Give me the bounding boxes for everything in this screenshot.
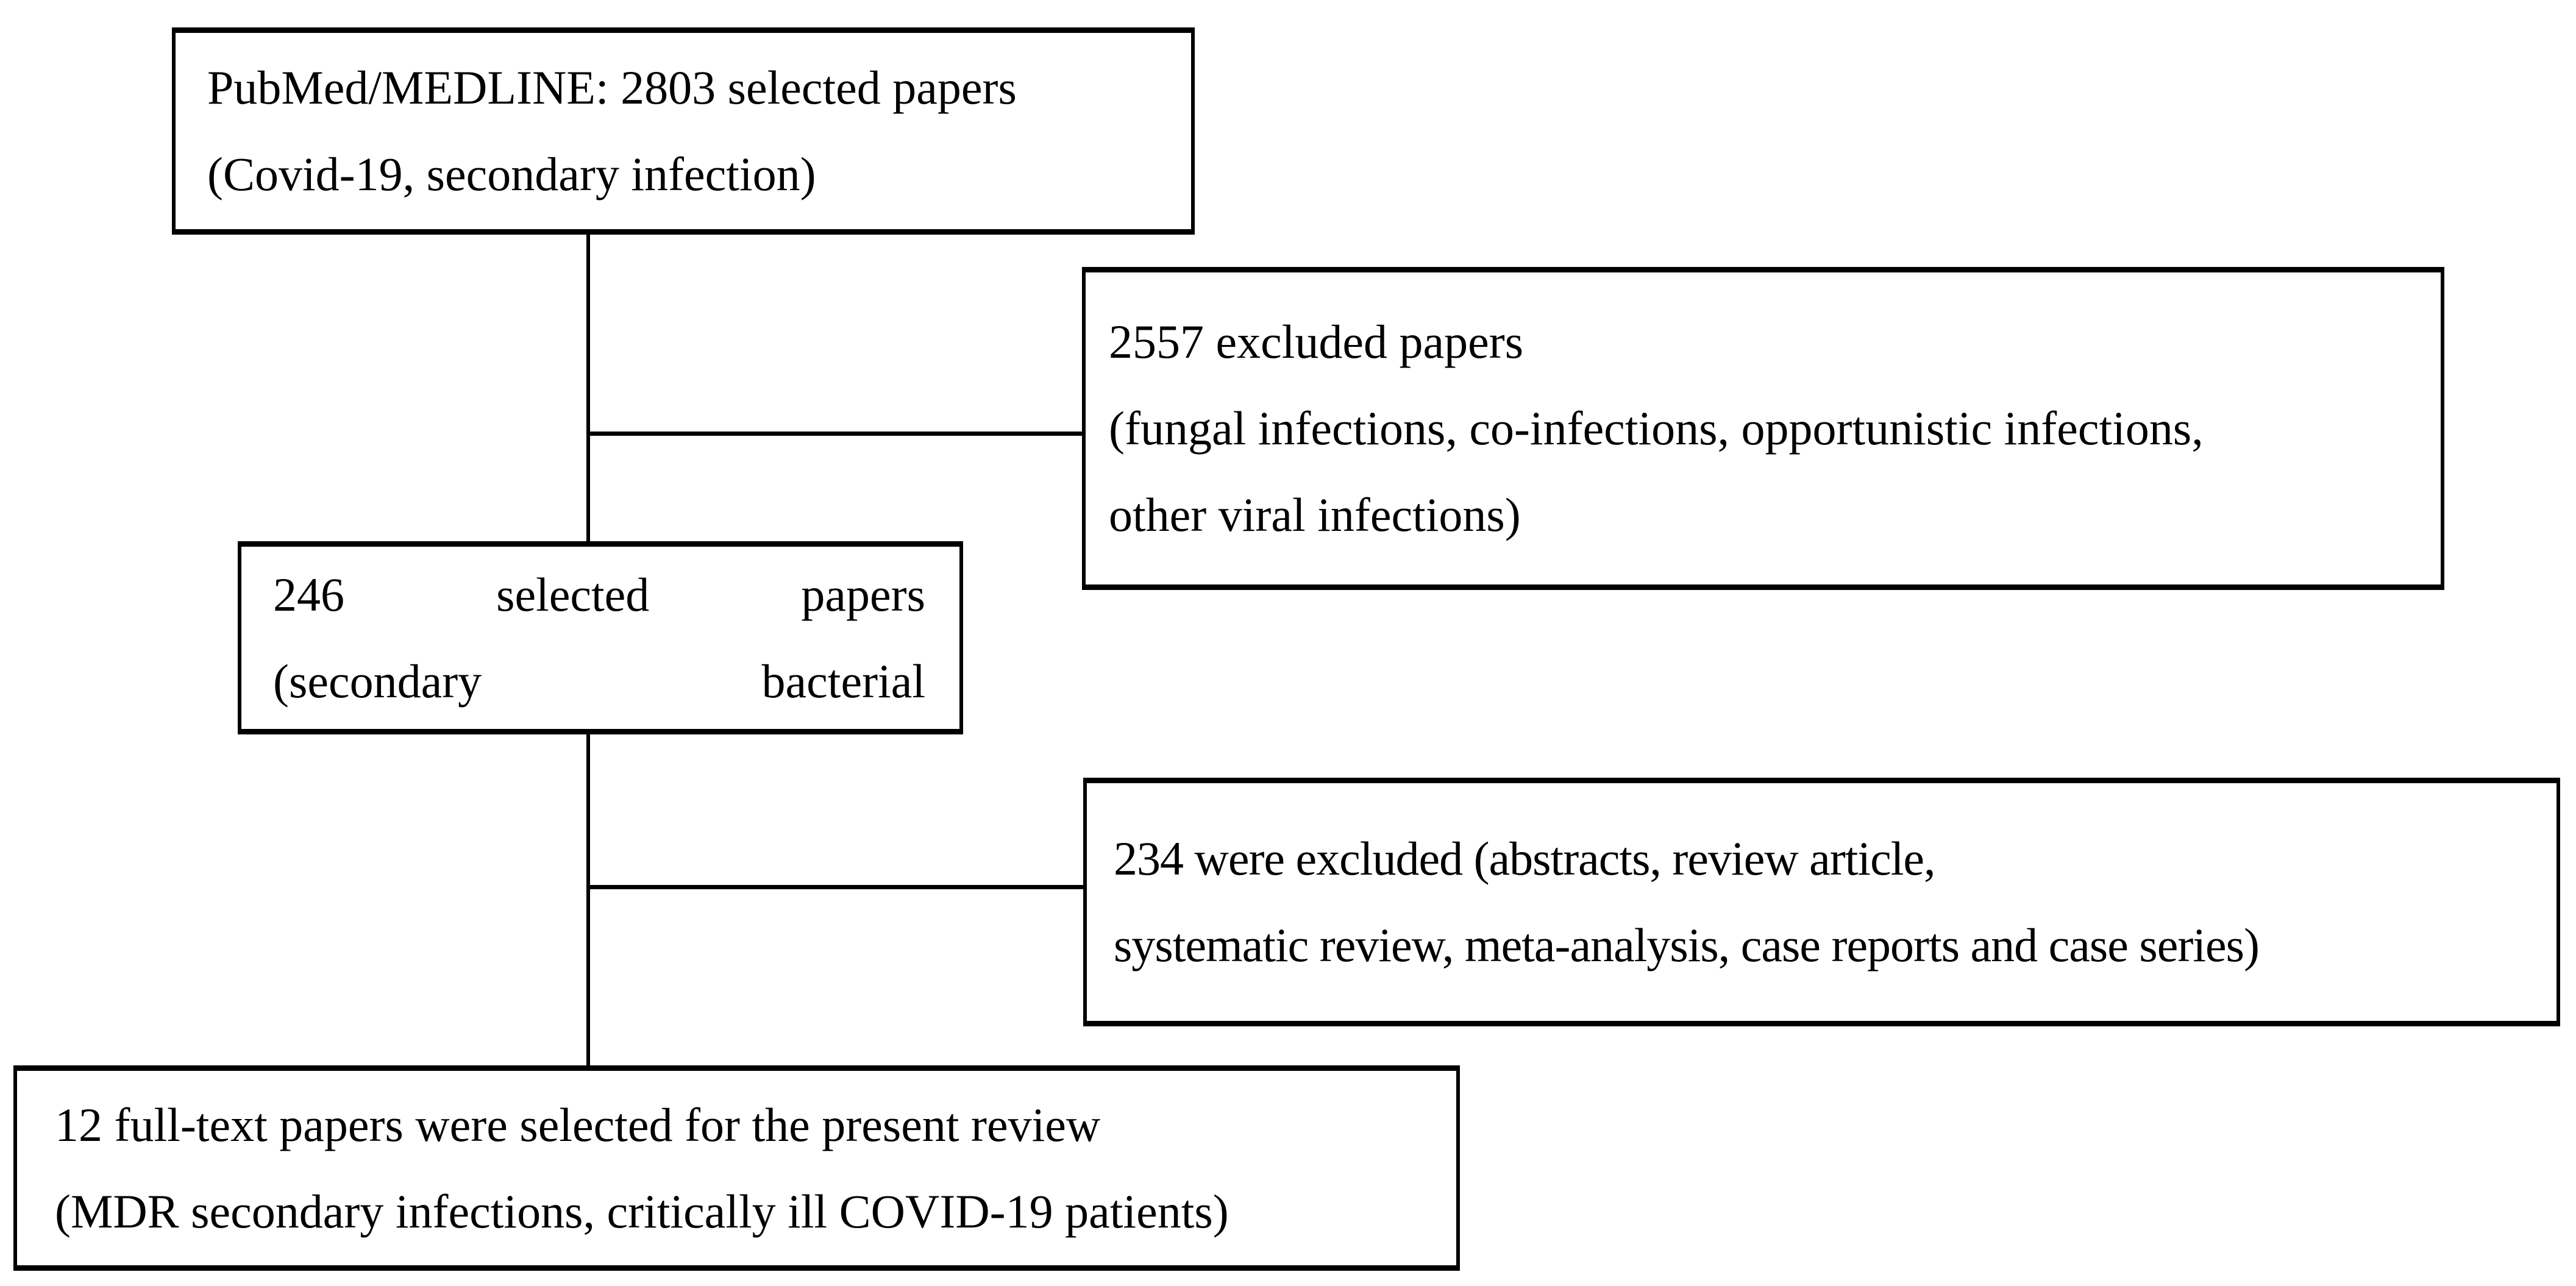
selected-246-word-selected: selected bbox=[496, 567, 650, 621]
selected-246-word-bacterial: bacterial bbox=[761, 654, 925, 708]
box-excluded-papers-234: 234 were excluded (abstracts, review art… bbox=[1083, 778, 2560, 1026]
excluded-234-line-1: 234 were excluded (abstracts, review art… bbox=[1114, 832, 1936, 885]
excluded-2557-line-1: 2557 excluded papers bbox=[1109, 315, 1524, 368]
connector-branch-excluded-1 bbox=[588, 432, 1082, 436]
selected-246-count: 246 bbox=[273, 567, 344, 621]
connector-vertical-2 bbox=[586, 730, 590, 1065]
box-selected-papers-246: 246 selected papers (secondary bacterial bbox=[238, 541, 963, 734]
box-excluded-papers-2557: 2557 excluded papers (fungal infections,… bbox=[1082, 267, 2444, 590]
final-12-line-1: 12 full-text papers were selected for th… bbox=[55, 1098, 1101, 1151]
selected-246-word-secondary: (secondary bbox=[273, 654, 482, 708]
selected-246-line-1: 246 selected papers bbox=[273, 552, 925, 638]
excluded-234-line-2: systematic review, meta-analysis, case r… bbox=[1114, 918, 2260, 972]
pubmed-line-2: (Covid-19, secondary infection) bbox=[207, 147, 816, 201]
box-final-selection-12: 12 full-text papers were selected for th… bbox=[13, 1065, 1460, 1271]
connector-branch-excluded-2 bbox=[588, 885, 1083, 889]
selected-246-line-2: (secondary bacterial bbox=[273, 638, 925, 725]
excluded-2557-line-2: (fungal infections, co-infections, oppor… bbox=[1109, 402, 2204, 455]
connector-vertical-1 bbox=[586, 235, 590, 541]
selected-246-word-papers: papers bbox=[801, 567, 925, 621]
final-12-line-2: (MDR secondary infections, critically il… bbox=[55, 1184, 1229, 1238]
excluded-2557-line-3: other viral infections) bbox=[1109, 488, 1521, 541]
pubmed-line-1: PubMed/MEDLINE: 2803 selected papers bbox=[207, 61, 1017, 114]
box-pubmed-search: PubMed/MEDLINE: 2803 selected papers (Co… bbox=[172, 27, 1195, 235]
